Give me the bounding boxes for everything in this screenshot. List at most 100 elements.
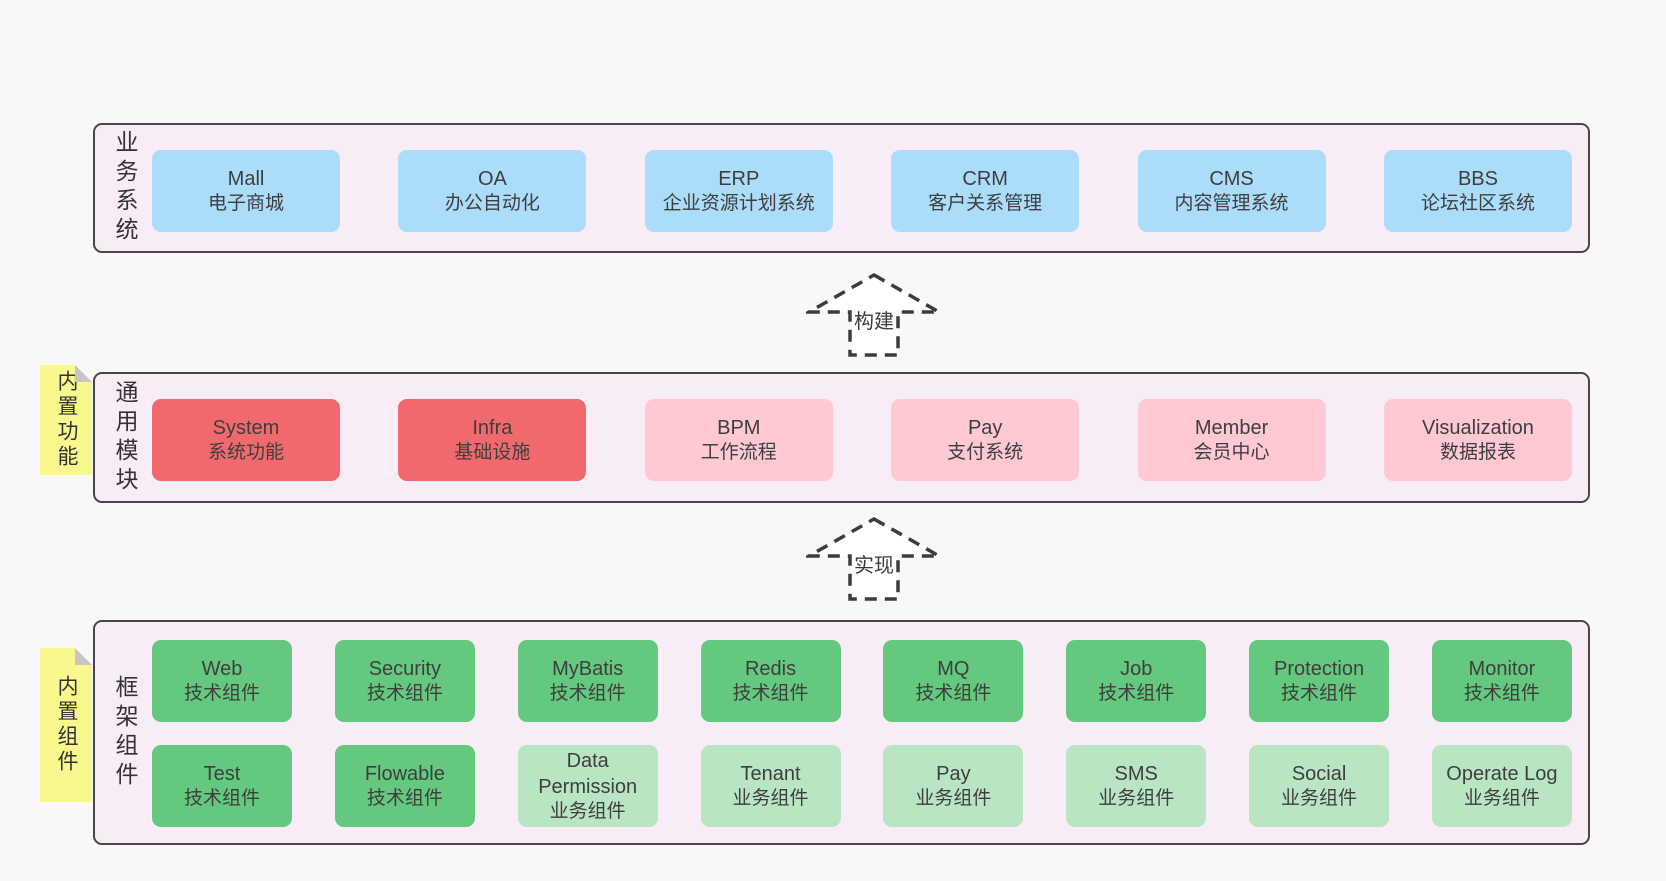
box-title: Infra bbox=[472, 416, 513, 439]
band-framework-components: 框架组件 Web 技术组件 Security 技术组件 MyBatis 技术组件… bbox=[93, 620, 1590, 845]
box-title: Social bbox=[1291, 762, 1347, 785]
box-subtitle: 技术组件 bbox=[549, 682, 626, 704]
band-common-modules: 通用模块 System 系统功能 Infra 基础设施 BPM 工作流程 Pay… bbox=[93, 372, 1590, 503]
build-arrow-icon: 构建 bbox=[806, 272, 942, 357]
box-job: Job 技术组件 bbox=[1066, 640, 1207, 722]
box-title: OA bbox=[477, 167, 507, 190]
box-title: Test bbox=[203, 762, 241, 785]
build-arrow-label: 构建 bbox=[854, 310, 894, 333]
box-pay-system: Pay 支付系统 bbox=[891, 399, 1080, 481]
box-title: Flowable bbox=[364, 762, 445, 785]
business-systems-row: Mall 电子商城 OA 办公自动化 ERP 企业资源计划系统 CRM 客户关系… bbox=[152, 150, 1572, 232]
box-title: Mall bbox=[227, 167, 265, 190]
box-title: Visualization bbox=[1421, 416, 1534, 439]
box-subtitle: 支付系统 bbox=[947, 441, 1024, 463]
band-label-framework-components: 框架组件 bbox=[112, 674, 138, 791]
box-erp: ERP 企业资源计划系统 bbox=[644, 150, 833, 232]
box-subtitle: 业务组件 bbox=[549, 800, 626, 822]
box-subtitle: 技术组件 bbox=[366, 787, 443, 809]
box-title: Pay bbox=[967, 416, 1003, 439]
box-operate-log: Operate Log 业务组件 bbox=[1431, 745, 1572, 827]
folded-corner-icon bbox=[75, 365, 92, 382]
box-tenant: Tenant 业务组件 bbox=[700, 745, 841, 827]
band-label-common-modules: 通用模块 bbox=[112, 379, 138, 496]
box-redis: Redis 技术组件 bbox=[700, 640, 841, 722]
box-subtitle: 技术组件 bbox=[1463, 682, 1540, 704]
box-subtitle: 技术组件 bbox=[183, 787, 260, 809]
box-mq: MQ 技术组件 bbox=[883, 640, 1024, 722]
box-subtitle: 技术组件 bbox=[915, 682, 992, 704]
box-title: Data Permission bbox=[538, 749, 638, 798]
box-title: Member bbox=[1194, 416, 1269, 439]
box-title: MyBatis bbox=[552, 657, 624, 680]
framework-components-row-2: Test 技术组件 Flowable 技术组件 Data Permission … bbox=[152, 745, 1572, 827]
box-title: BPM bbox=[717, 416, 761, 439]
box-title: SMS bbox=[1114, 762, 1158, 785]
box-subtitle: 业务组件 bbox=[1098, 787, 1175, 809]
framework-components-row-1: Web 技术组件 Security 技术组件 MyBatis 技术组件 Redi… bbox=[152, 640, 1572, 722]
box-title: ERP bbox=[718, 167, 760, 190]
box-monitor: Monitor 技术组件 bbox=[1431, 640, 1572, 722]
box-oa: OA 办公自动化 bbox=[398, 150, 587, 232]
box-title: Job bbox=[1120, 657, 1153, 680]
box-cms: CMS 内容管理系统 bbox=[1137, 150, 1326, 232]
box-subtitle: 系统功能 bbox=[207, 441, 284, 463]
box-subtitle: 业务组件 bbox=[1463, 787, 1540, 809]
box-title: Operate Log bbox=[1446, 762, 1558, 785]
sticky-note-builtin-features: 内置功能 bbox=[40, 365, 92, 475]
box-subtitle: 技术组件 bbox=[1281, 682, 1358, 704]
box-flowable: Flowable 技术组件 bbox=[334, 745, 475, 827]
box-title: System bbox=[212, 416, 280, 439]
common-modules-row: System 系统功能 Infra 基础设施 BPM 工作流程 Pay 支付系统… bbox=[152, 399, 1572, 481]
box-subtitle: 电子商城 bbox=[207, 192, 284, 214]
box-subtitle: 论坛社区系统 bbox=[1420, 192, 1535, 214]
box-title: Security bbox=[368, 657, 441, 680]
box-test: Test 技术组件 bbox=[152, 745, 292, 827]
box-web: Web 技术组件 bbox=[152, 640, 292, 722]
box-subtitle: 业务组件 bbox=[732, 787, 809, 809]
box-title: Pay bbox=[936, 762, 971, 785]
box-subtitle: 客户关系管理 bbox=[928, 192, 1043, 214]
box-title: BBS bbox=[1457, 167, 1498, 190]
box-title: MQ bbox=[937, 657, 970, 680]
box-sms: SMS 业务组件 bbox=[1066, 745, 1207, 827]
box-title: Protection bbox=[1274, 657, 1365, 680]
box-bbs: BBS 论坛社区系统 bbox=[1383, 150, 1572, 232]
sticky-note-builtin-components: 内置组件 bbox=[40, 648, 92, 802]
folded-corner-icon bbox=[75, 648, 92, 665]
box-subtitle: 业务组件 bbox=[1281, 787, 1358, 809]
box-title: Web bbox=[201, 657, 243, 680]
box-social: Social 业务组件 bbox=[1249, 745, 1390, 827]
box-subtitle: 企业资源计划系统 bbox=[662, 192, 815, 214]
sticky-label: 内置组件 bbox=[55, 675, 78, 775]
box-title: CMS bbox=[1209, 167, 1254, 190]
box-subtitle: 技术组件 bbox=[366, 682, 443, 704]
box-bpm: BPM 工作流程 bbox=[644, 399, 833, 481]
band-business-systems: 业务系统 Mall 电子商城 OA 办公自动化 ERP 企业资源计划系统 CRM… bbox=[93, 123, 1590, 253]
box-infra: Infra 基础设施 bbox=[398, 399, 587, 481]
box-subtitle: 技术组件 bbox=[1098, 682, 1175, 704]
box-data-permission: Data Permission 业务组件 bbox=[517, 745, 658, 827]
box-title: CRM bbox=[962, 167, 1008, 190]
box-system: System 系统功能 bbox=[152, 399, 340, 481]
box-subtitle: 内容管理系统 bbox=[1174, 192, 1289, 214]
box-subtitle: 数据报表 bbox=[1439, 441, 1516, 463]
band-label-business-systems: 业务系统 bbox=[112, 130, 138, 246]
box-title: Monitor bbox=[1468, 657, 1536, 680]
implement-arrow-icon: 实现 bbox=[806, 516, 942, 601]
box-protection: Protection 技术组件 bbox=[1249, 640, 1390, 722]
box-crm: CRM 客户关系管理 bbox=[891, 150, 1080, 232]
box-subtitle: 技术组件 bbox=[732, 682, 809, 704]
box-subtitle: 工作流程 bbox=[700, 441, 777, 463]
box-pay-component: Pay 业务组件 bbox=[883, 745, 1024, 827]
box-subtitle: 业务组件 bbox=[915, 787, 992, 809]
box-subtitle: 基础设施 bbox=[454, 441, 531, 463]
box-title: Redis bbox=[744, 657, 797, 680]
box-subtitle: 技术组件 bbox=[183, 682, 260, 704]
box-title: Tenant bbox=[740, 762, 801, 785]
box-member: Member 会员中心 bbox=[1137, 399, 1326, 481]
implement-arrow-label: 实现 bbox=[854, 554, 894, 577]
sticky-label: 内置功能 bbox=[55, 370, 78, 470]
box-security: Security 技术组件 bbox=[334, 640, 475, 722]
